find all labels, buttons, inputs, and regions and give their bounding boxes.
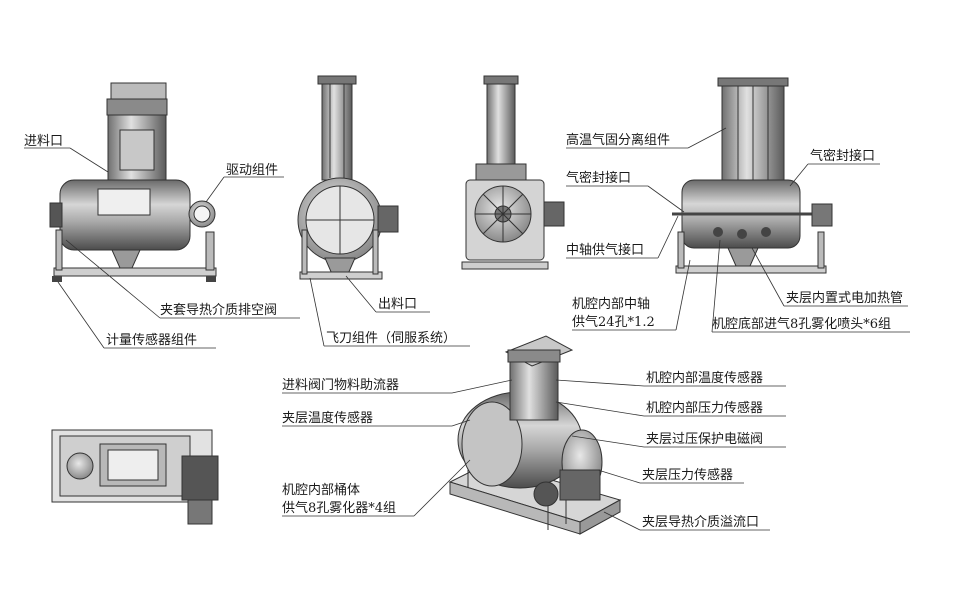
- top-view: [51, 429, 219, 525]
- label-shaft-gas-line2: 供气24孔*1.2: [572, 314, 655, 330]
- side-view-right: [461, 75, 565, 270]
- isometric-view: [448, 335, 622, 535]
- label-overpressure-valve: 夹层过压保护电磁阀: [646, 432, 763, 447]
- label-jacket-temp-sensor: 夹层温度传感器: [282, 410, 373, 426]
- label-chamber-temp-sensor: 机腔内部温度传感器: [646, 370, 763, 386]
- label-weighing-sensor: 计量传感器组件: [106, 332, 197, 348]
- label-gas-seal-left: 气密封接口: [566, 170, 631, 186]
- label-barrel-atomizer-line1: 机腔内部桶体: [282, 482, 360, 498]
- side-view-left: [297, 75, 399, 280]
- label-feed-valve-flow-aid: 进料阀门物料助流器: [282, 378, 399, 393]
- label-fly-cutter: 飞刀组件（伺服系统）: [326, 331, 456, 346]
- label-discharge-outlet: 出料口: [378, 297, 417, 312]
- label-shaft-gas-line1: 机腔内部中轴: [572, 296, 650, 312]
- label-chamber-pressure-sensor: 机腔内部压力传感器: [646, 400, 763, 416]
- label-drive-assembly: 驱动组件: [226, 163, 278, 178]
- callout-labels: 进料口 驱动组件 夹套导热介质排空阀 计量传感器组件 出料口 飞刀组件（伺服系统…: [24, 132, 903, 530]
- label-gas-solid-separator: 高温气固分离组件: [566, 132, 670, 148]
- label-gas-seal-right: 气密封接口: [810, 148, 875, 164]
- label-jacket-pressure-sensor: 夹层压力传感器: [642, 467, 733, 483]
- label-bottom-nozzles: 机腔底部进气8孔雾化喷头*6组: [712, 316, 891, 332]
- label-shaft-gas-port: 中轴供气接口: [566, 242, 644, 258]
- label-jacket-overflow: 夹层导热介质溢流口: [642, 515, 759, 530]
- leader-lines: [24, 127, 910, 531]
- label-jacket-heater: 夹层内置式电加热管: [786, 290, 903, 306]
- section-view: [672, 77, 833, 274]
- front-view: [49, 82, 217, 282]
- label-barrel-atomizer-line2: 供气8孔雾化器*4组: [282, 500, 396, 516]
- label-feed-inlet: 进料口: [24, 134, 63, 149]
- label-jacket-drain-valve: 夹套导热介质排空阀: [160, 302, 277, 318]
